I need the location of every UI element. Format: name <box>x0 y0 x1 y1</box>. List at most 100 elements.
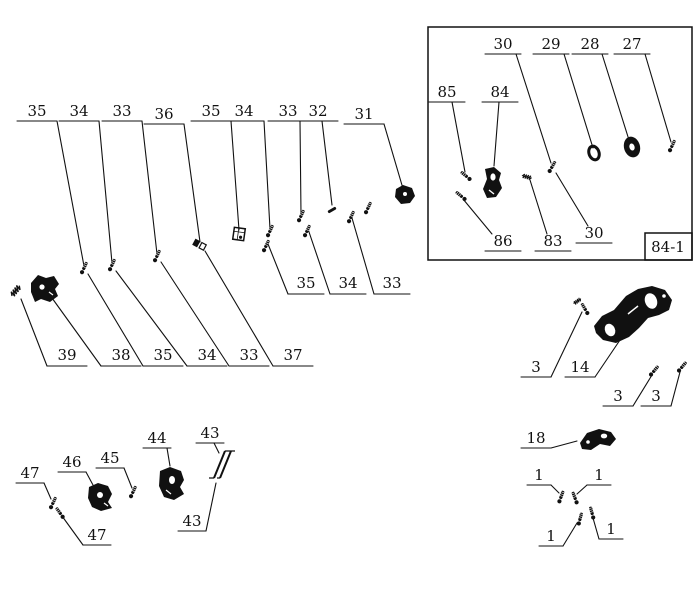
inset-box: 84-1 <box>427 26 693 261</box>
callout-diag-2: 35 <box>87 273 184 367</box>
callout-inset-30b: 30 <box>555 172 613 244</box>
part-label: 34 <box>69 102 88 120</box>
part-label: 1 <box>546 527 556 545</box>
part-label: 35 <box>27 102 46 120</box>
pin-part <box>327 206 337 214</box>
part-label: 34 <box>197 346 216 364</box>
callout-inset-84: 84 <box>481 83 519 167</box>
callout-top-5: 34 <box>223 102 271 230</box>
callout-diag-1: 38 <box>51 297 142 367</box>
callout-inset-top-3: 27 <box>613 35 672 143</box>
callout-18: 18 <box>520 429 578 449</box>
part-label: 1 <box>606 520 616 538</box>
callout-inset-top-0: 30 <box>484 35 552 164</box>
part-label: 38 <box>111 346 130 364</box>
part-label: 18 <box>526 429 545 447</box>
callout-47a: 47 <box>15 464 52 500</box>
part-label: 43 <box>200 424 219 442</box>
callout-mid-1: 34 <box>307 228 367 295</box>
screw-part <box>454 189 468 203</box>
callout-right-3c: 3 <box>640 371 681 407</box>
callout-one-0: 1 <box>526 466 560 494</box>
inset-border <box>427 26 693 261</box>
part-label: 47 <box>87 526 106 544</box>
part-label: 34 <box>234 102 253 120</box>
part-label: 33 <box>382 274 401 292</box>
inset-tag-box <box>644 232 693 261</box>
part-label: 31 <box>354 105 373 123</box>
callout-43b: 43 <box>177 482 217 532</box>
callout-43a: 43 <box>195 424 225 454</box>
part-label: 33 <box>112 102 131 120</box>
disc-part <box>623 136 641 158</box>
screw-part <box>459 169 473 183</box>
bracket-part <box>31 275 59 302</box>
ring-part <box>587 144 601 162</box>
blade-clip-part <box>209 450 235 479</box>
screw-part <box>587 505 597 521</box>
part-label: 30 <box>584 224 603 242</box>
part-label: 85 <box>437 83 456 101</box>
callout-top-2: 33 <box>101 102 158 255</box>
callout-46: 46 <box>57 453 94 486</box>
callout-top-7: 32 <box>297 102 339 206</box>
part-label: 36 <box>154 105 173 123</box>
part-label: 86 <box>493 232 512 250</box>
part-label: 35 <box>153 346 172 364</box>
part-label: 3 <box>651 387 661 405</box>
callout-diag-3: 34 <box>115 270 228 367</box>
callout-inset-top-2: 28 <box>571 35 630 141</box>
part-label: 28 <box>580 35 599 53</box>
clamp-part <box>231 226 247 242</box>
screw-part <box>362 200 374 216</box>
callout-top-8: 31 <box>343 105 405 193</box>
part-label: 1 <box>594 466 604 484</box>
part-label: 46 <box>62 453 81 471</box>
callout-inset-top-1: 29 <box>532 35 594 149</box>
callout-diag-0: 39 <box>20 298 88 367</box>
callout-44: 44 <box>142 429 172 467</box>
part-label: 1 <box>534 466 544 484</box>
bracket-part <box>395 185 415 204</box>
screw-part <box>647 364 661 378</box>
part-label: 35 <box>201 102 220 120</box>
part-label: 30 <box>493 35 512 53</box>
spring-part <box>572 296 583 306</box>
part-label: 27 <box>622 35 641 53</box>
part-label: 34 <box>338 274 357 292</box>
callout-47b: 47 <box>61 515 112 546</box>
callout-right-14: 14 <box>564 339 621 378</box>
part-label: 43 <box>182 512 201 530</box>
handle-bracket-part <box>594 286 672 343</box>
callout-right-3a: 3 <box>520 311 583 378</box>
callout-top-3: 36 <box>143 105 201 243</box>
part-label: 39 <box>57 346 76 364</box>
callout-inset-85: 85 <box>428 83 466 173</box>
spring-part <box>521 173 533 181</box>
part-label: 3 <box>531 358 541 376</box>
callout-one-3: 1 <box>592 517 624 540</box>
callout-one-1: 1 <box>576 466 612 495</box>
screw-part <box>546 159 558 175</box>
screw-part <box>575 511 585 527</box>
part-label: 83 <box>543 232 562 250</box>
screw-part <box>666 138 678 154</box>
callout-mid-2: 33 <box>351 217 411 295</box>
bracket-part <box>580 429 616 450</box>
screw-part <box>127 484 139 500</box>
bracket-part <box>88 483 112 511</box>
bushing-part <box>192 238 208 252</box>
callout-inset-86: 86 <box>462 198 522 252</box>
callout-top-0: 35 <box>16 102 85 267</box>
part-label: 33 <box>239 346 258 364</box>
callout-top-1: 34 <box>58 102 113 264</box>
part-label: 47 <box>20 464 39 482</box>
part-label: 3 <box>613 387 623 405</box>
spring-part <box>8 283 23 299</box>
part-label: 84 <box>490 83 509 101</box>
callout-45: 45 <box>95 449 133 489</box>
callout-right-3b: 3 <box>602 374 653 407</box>
bracket-part <box>159 467 184 500</box>
part-label: 37 <box>283 346 302 364</box>
